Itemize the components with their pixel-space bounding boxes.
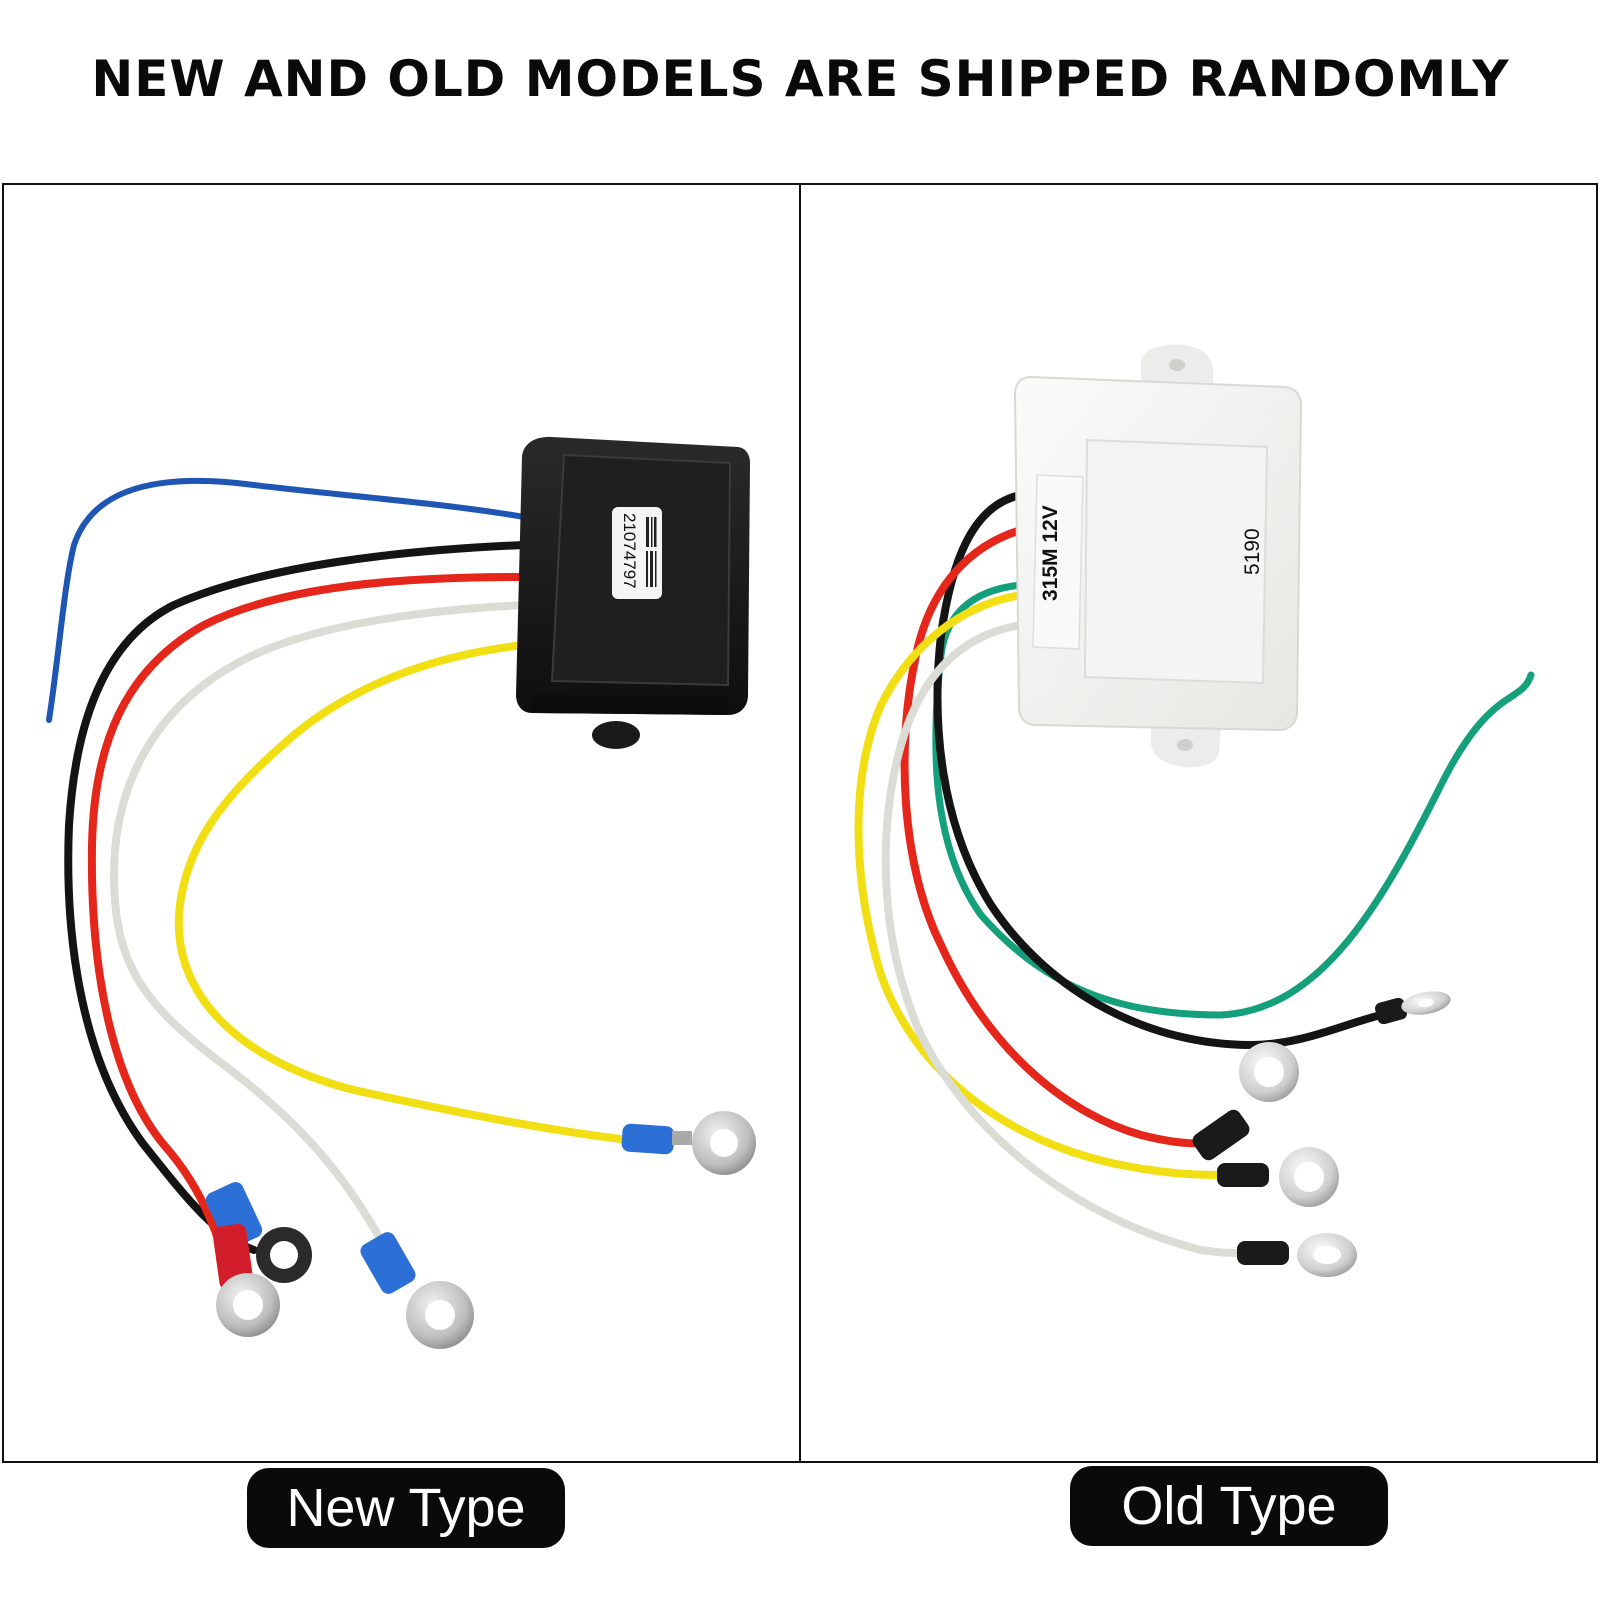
- ring-terminal-red: [212, 1223, 280, 1337]
- ring-terminal-yellow: [621, 1111, 756, 1175]
- red-wire-old: [900, 526, 1225, 1148]
- new-type-panel: 21074797: [4, 185, 799, 1461]
- ring-terminal-black-old: [1375, 991, 1451, 1025]
- red-wire: [87, 573, 528, 1299]
- white-wire-old: [881, 621, 1245, 1257]
- headline: NEW AND OLD MODELS ARE SHIPPED RANDOMLY: [91, 50, 1510, 108]
- new-type-caption: New Type: [247, 1468, 565, 1548]
- new-type-illustration: 21074797: [46, 436, 756, 1349]
- new-type-serial-text: 21074797: [620, 513, 639, 589]
- old-type-model-text: 315M 12V: [1039, 505, 1062, 601]
- old-type-panel: 315M 12V 5190: [801, 185, 1596, 1461]
- old-type-illustration: 315M 12V 5190: [854, 344, 1535, 1277]
- panel-divider: [799, 183, 801, 1463]
- ring-terminal-red-old: [1192, 1042, 1299, 1161]
- blue-wire: [46, 477, 527, 723]
- white-wire: [109, 601, 528, 1269]
- ring-terminal-white-old: [1237, 1233, 1357, 1277]
- yellow-wire-old: [854, 591, 1225, 1179]
- old-type-receiver-box: [1013, 344, 1303, 768]
- ring-terminal-yellow-old: [1217, 1147, 1339, 1207]
- yellow-wire: [174, 641, 633, 1144]
- ring-terminal-white: [360, 1232, 474, 1349]
- black-wire: [64, 541, 528, 1254]
- new-type-serial-label: 21074797: [612, 507, 662, 599]
- old-type-code-text: 5190: [1241, 528, 1264, 575]
- old-type-caption: Old Type: [1070, 1466, 1388, 1546]
